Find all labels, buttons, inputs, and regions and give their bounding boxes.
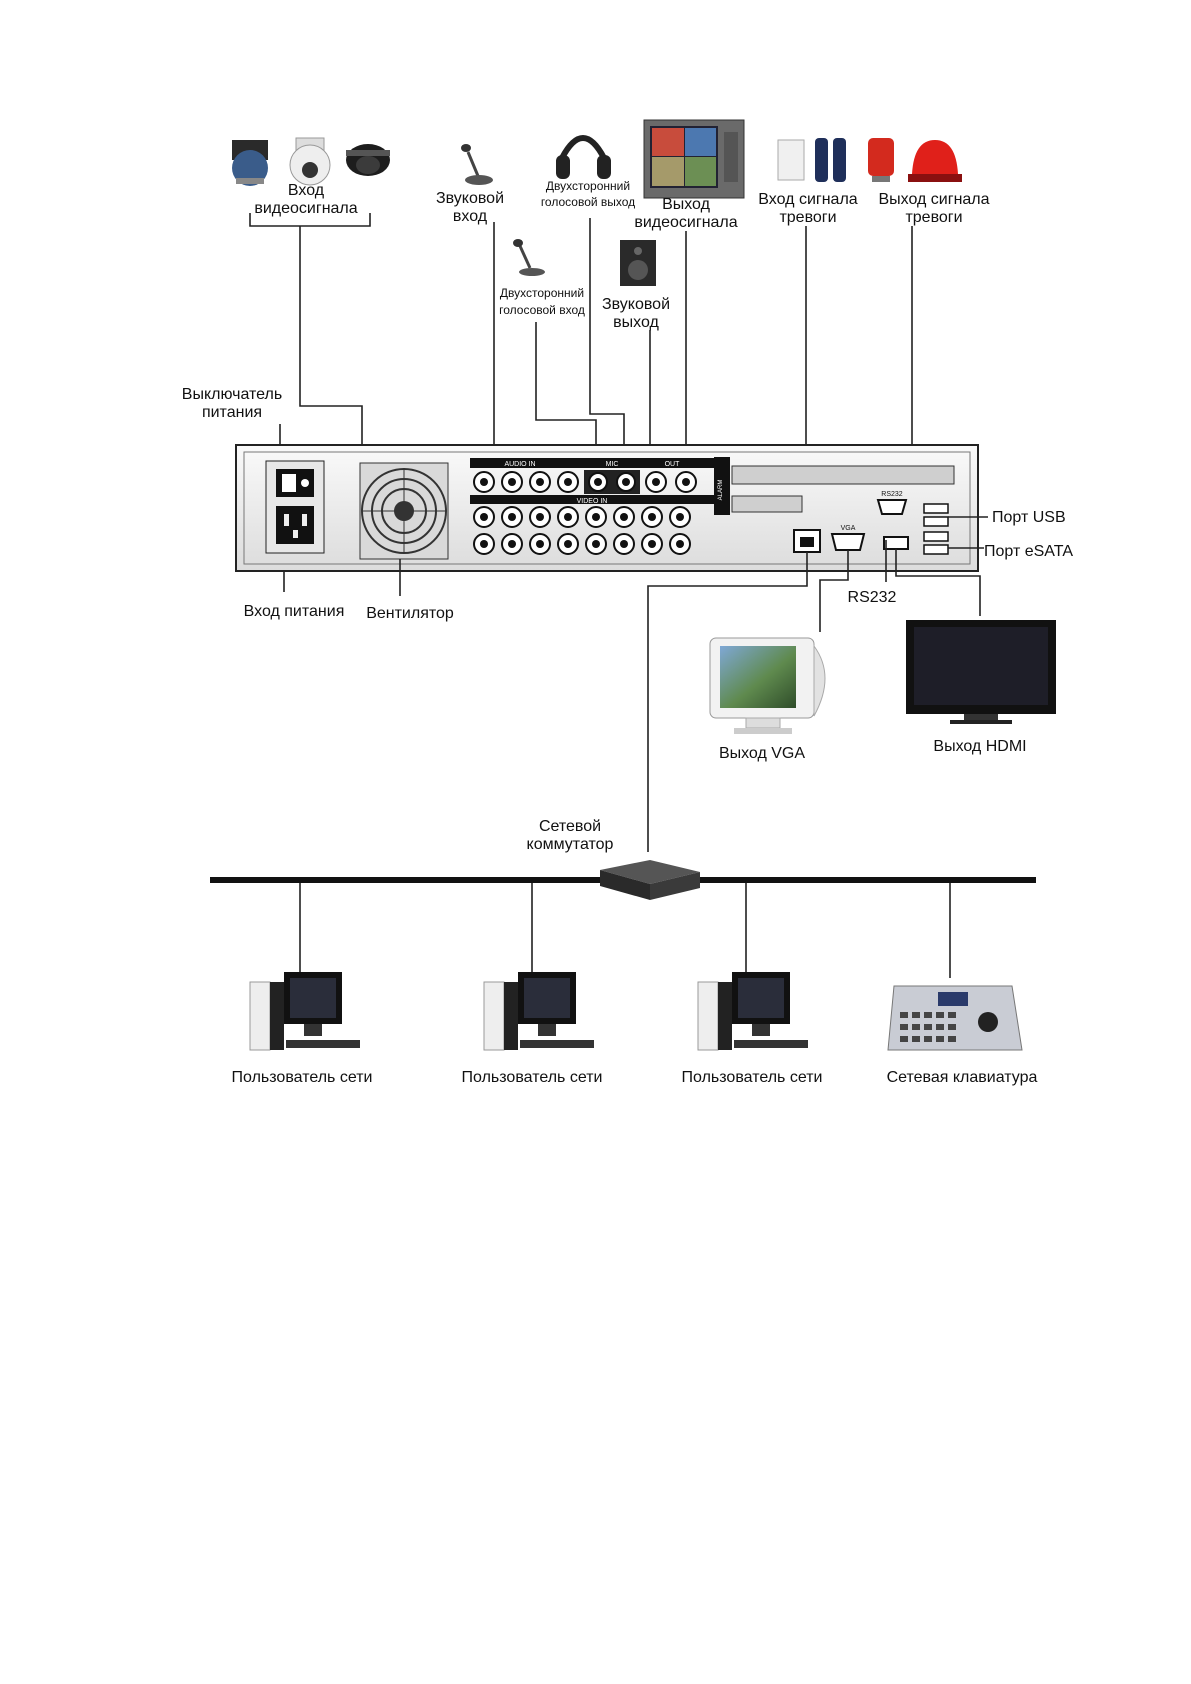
network-keyboard-label: Сетевая клавиатура	[887, 1069, 1038, 1086]
esata-port-label: Порт eSATA	[984, 543, 1073, 560]
vga-wire	[819, 550, 849, 632]
power-switch-label-2: питания	[202, 404, 262, 421]
talk-microphone-icon	[513, 239, 545, 276]
alarm-terminal-block	[731, 465, 955, 513]
rs232-port	[876, 499, 908, 515]
rs232-panel-label: RS232	[881, 491, 903, 498]
alarm-output-label-2: тревоги	[905, 209, 962, 226]
video-bnc-rows	[473, 506, 691, 555]
hdmi-port	[883, 536, 909, 550]
alarm-input-label-1: Вход сигнала	[758, 191, 857, 208]
crt-monitor-icon	[643, 119, 745, 199]
ethernet-port	[793, 529, 821, 553]
video-in-panel-label: VIDEO IN	[577, 498, 608, 505]
vga-port	[830, 533, 866, 551]
video-input-bracket	[249, 213, 371, 227]
alarm-siren-icons	[868, 138, 962, 182]
power-input-label: Вход питания	[244, 603, 345, 620]
power-socket	[276, 506, 314, 544]
audio-bnc-row	[473, 470, 697, 494]
vga-monitor-icon	[709, 637, 826, 734]
dvr-rear-panel: AUDIO IN MIC OUT VIDEO IN	[235, 444, 979, 572]
video-input-label-1: Вход	[288, 182, 325, 199]
network-pc-icon-3	[697, 972, 808, 1051]
camera-icons	[232, 137, 390, 186]
network-switch-label-2: коммутатор	[527, 836, 614, 853]
alarm-output-label-1: Выход сигнала	[878, 191, 989, 208]
power-switch-label-1: Выключатель	[182, 386, 282, 403]
hdmi-tv-icon	[906, 620, 1056, 724]
network-user-label-2: Пользователь сети	[462, 1069, 603, 1086]
vga-output-label: Выход VGA	[719, 745, 805, 762]
network-pc-icon-1	[249, 972, 360, 1051]
hdmi-output-label: Выход HDMI	[933, 738, 1026, 755]
talk-output-label-2: голосовой выход	[541, 195, 635, 209]
video-output-label-2: видеосигнала	[634, 214, 737, 231]
dome-camera-icon	[346, 144, 390, 176]
alarm-sensor-icons	[777, 138, 846, 182]
microphone-icon	[461, 144, 493, 185]
out-panel-label: OUT	[665, 461, 681, 468]
alarm-input-label-2: тревоги	[779, 209, 836, 226]
alarm-panel-label: ALARM	[718, 480, 724, 501]
network-keyboard-icon	[887, 985, 1023, 1051]
audio-input-label-1: Звуковой	[436, 190, 504, 207]
talk-input-label-1: Двухсторонний	[500, 286, 584, 300]
network-switch-label-1: Сетевой	[539, 818, 601, 835]
audio-in-panel-label: AUDIO IN	[504, 461, 535, 468]
network-user-label-1: Пользователь сети	[232, 1069, 373, 1086]
rs232-label: RS232	[848, 589, 897, 606]
network-pc-icon-2	[483, 972, 594, 1051]
power-switch	[276, 469, 314, 497]
speaker-icon	[620, 240, 656, 286]
esata-ports	[923, 531, 949, 555]
audio-output-label-2: выход	[613, 314, 659, 331]
network-user-label-3: Пользователь сети	[682, 1069, 823, 1086]
ptz-camera-icon	[289, 137, 331, 186]
network-switch-icon	[600, 860, 700, 900]
speed-dome-camera-icon	[232, 140, 268, 186]
mic-panel-label: MIC	[606, 461, 619, 468]
headphones-icon	[556, 135, 611, 179]
usb-ports	[923, 503, 949, 527]
talk-input-label-2: голосовой вход	[499, 303, 585, 317]
hdmi-wire	[895, 549, 981, 616]
video-input-label-2: видеосигнала	[254, 200, 357, 217]
video-output-label-1: Выход	[662, 196, 711, 213]
fan-grille	[359, 462, 449, 560]
vga-panel-label: VGA	[841, 525, 856, 532]
audio-output-label-1: Звуковой	[602, 296, 670, 313]
audio-input-label-2: вход	[453, 208, 488, 225]
talk-output-label-1: Двухсторонний	[546, 179, 630, 193]
network-wire	[647, 552, 808, 852]
usb-port-label: Порт USB	[992, 509, 1066, 526]
network-drops	[299, 883, 951, 978]
fan-label: Вентилятор	[366, 605, 454, 622]
